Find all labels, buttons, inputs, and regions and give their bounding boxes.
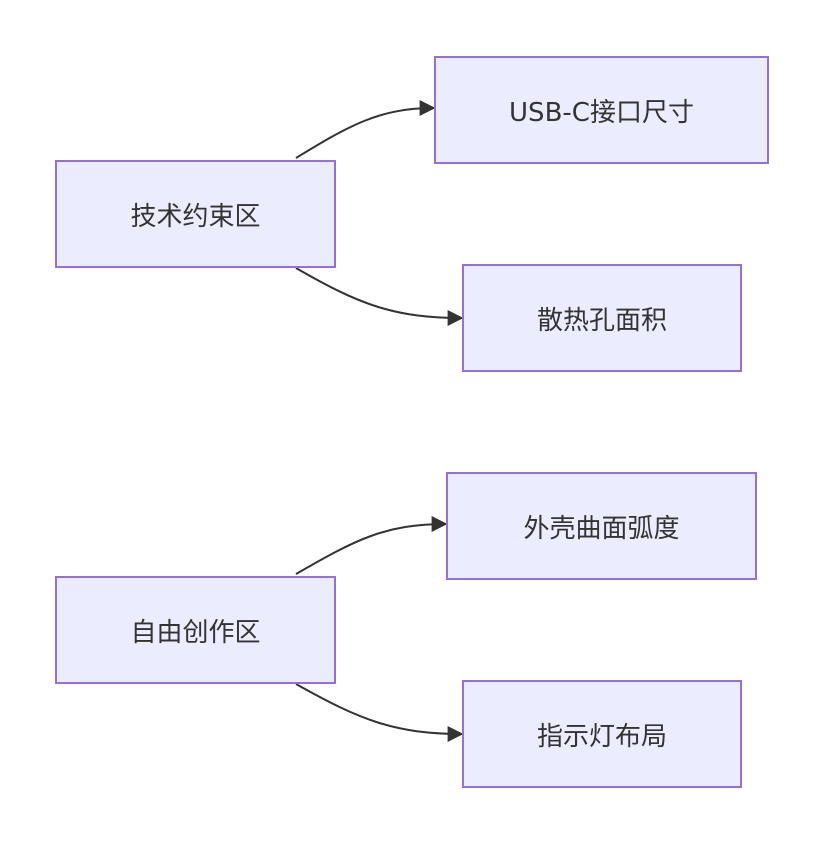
node-indicator-light-layout: 指示灯布局 [462, 680, 742, 788]
node-usb-c-port-size: USB-C接口尺寸 [434, 56, 769, 164]
node-label: 技术约束区 [130, 201, 261, 232]
node-label: 外壳曲面弧度 [523, 513, 680, 544]
edge-tech-to-vent [295, 267, 464, 326]
node-technical-constraint-zone: 技术约束区 [55, 160, 336, 268]
node-label: 散热孔面积 [536, 305, 667, 336]
edge-tech-to-usb [295, 100, 436, 159]
edge-free-to-led [295, 683, 464, 742]
node-label: USB-C接口尺寸 [509, 97, 694, 128]
node-label: 指示灯布局 [536, 721, 667, 752]
edge-free-to-shell [295, 516, 448, 575]
node-vent-hole-area: 散热孔面积 [462, 264, 742, 372]
node-label: 自由创作区 [130, 617, 261, 648]
node-free-creation-zone: 自由创作区 [55, 576, 336, 684]
node-shell-curvature: 外壳曲面弧度 [446, 472, 757, 580]
